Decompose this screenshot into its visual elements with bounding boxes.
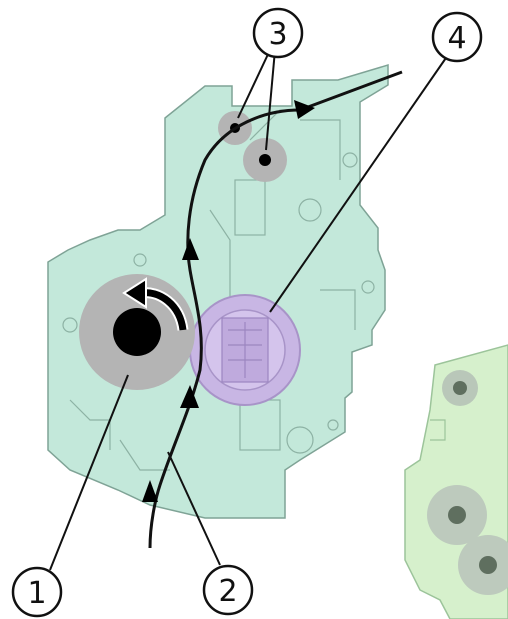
callout-label-3: 3 [268, 17, 287, 52]
right-roller-middle-hub [448, 506, 466, 524]
callout-label-2: 2 [218, 574, 237, 609]
right-roller-bottom-hub [479, 556, 497, 574]
callout-marker-2: 2 [204, 566, 252, 614]
callout-label-4: 4 [447, 21, 466, 56]
gear-assembly [190, 295, 300, 405]
right-roller-top-hub [453, 381, 467, 395]
callout-marker-1: 1 [13, 568, 61, 616]
callout-marker-4: 4 [433, 13, 481, 61]
right-component [405, 345, 508, 619]
main-roller-hub [113, 308, 161, 356]
callout-marker-3: 3 [254, 9, 302, 57]
callout-label-1: 1 [27, 576, 46, 611]
guide-roller-right-hub [259, 154, 271, 166]
